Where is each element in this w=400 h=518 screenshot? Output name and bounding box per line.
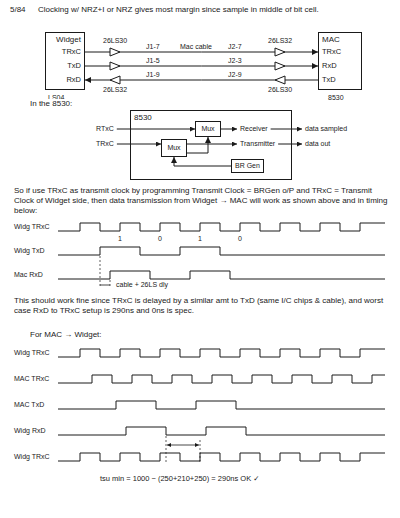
bit-value: 1 xyxy=(118,235,122,243)
pin-name: TxD xyxy=(49,59,81,73)
body-note: So if use TRxC as transmit clock by prog… xyxy=(14,186,390,216)
buffer-symbol xyxy=(275,76,285,84)
heading-note: Clocking w/ NRZ+I or NRZ gives most marg… xyxy=(38,5,388,15)
waveform xyxy=(58,453,385,461)
dimension-line xyxy=(167,445,199,446)
waveform xyxy=(58,401,385,409)
bit-value: 1 xyxy=(198,235,202,243)
device-box: MACTRxCRxDTxD xyxy=(318,32,362,90)
signal-name: Widg TRxC xyxy=(14,348,50,357)
mux-box: Mux xyxy=(195,121,221,137)
signal-name: Widg TxD xyxy=(14,246,45,255)
pin-name: RxD xyxy=(49,73,81,87)
signal-note: data sampled xyxy=(305,125,347,133)
dimension-line xyxy=(100,285,110,286)
box-heading: MAC xyxy=(322,35,358,45)
signal-name: RTxC xyxy=(96,125,114,133)
signal-name: Widg RxD xyxy=(14,426,46,435)
signal-arrow xyxy=(221,129,237,130)
connector-pin: J1-7 xyxy=(146,43,160,51)
signal-arrow xyxy=(271,129,302,130)
waveform xyxy=(58,247,385,255)
generator-box: BR Gen xyxy=(231,159,264,173)
block-name: Receiver xyxy=(240,125,268,133)
body-note: This should work fine since TRxC is dela… xyxy=(14,296,390,316)
section-note: In the 8530: xyxy=(30,99,72,109)
waveform xyxy=(58,349,385,357)
waveform xyxy=(58,271,385,279)
buffer-symbol xyxy=(275,48,285,56)
waveform xyxy=(58,375,385,383)
signal-name: Widg TRxC xyxy=(14,222,50,231)
connector-pin: J1-5 xyxy=(146,57,160,65)
pin-name: RxD xyxy=(322,59,358,73)
buffer-symbol xyxy=(110,62,120,70)
signal-arrow xyxy=(278,144,302,145)
chip-label: 26LS30 xyxy=(103,37,127,45)
buffer-symbol xyxy=(110,76,120,84)
bit-value: 0 xyxy=(238,235,242,243)
pin-name: TRxC xyxy=(322,45,358,59)
clock-line xyxy=(187,137,208,153)
chip-label: 26LS32 xyxy=(268,37,292,45)
waveform xyxy=(58,223,385,231)
cable-label: Mac cable xyxy=(180,43,212,51)
signal-name: MAC TRxC xyxy=(14,374,49,383)
section-note: For MAC → Widget: xyxy=(30,330,102,340)
box-label: BR Gen xyxy=(235,162,260,170)
signal-arrow xyxy=(117,129,195,130)
guide-line xyxy=(166,436,167,462)
connector-pin: J1-9 xyxy=(146,71,160,79)
clock-line xyxy=(174,157,231,166)
signal-note: data out xyxy=(305,140,330,148)
pin-name: TRxC xyxy=(49,45,81,59)
timing-note: tsu min = 1000 − (250+210+250) = 290ns O… xyxy=(100,474,260,484)
guide-line xyxy=(100,256,101,287)
date-note: 5/84 xyxy=(10,5,26,15)
signal-name: Mac RxD xyxy=(14,270,43,279)
box-heading: Widget xyxy=(49,35,81,45)
chip-label: 26LS30 xyxy=(268,86,292,94)
signal-arrow xyxy=(187,144,237,145)
bit-value: 0 xyxy=(158,235,162,243)
guide-line xyxy=(110,280,111,287)
block-name: Transmitter xyxy=(240,140,275,148)
box-label: Mux xyxy=(201,125,214,133)
signal-name: TRxC xyxy=(96,140,114,148)
buffer-symbol xyxy=(275,62,285,70)
connector-pin: J2-9 xyxy=(228,71,242,79)
signal-name: MAC TxD xyxy=(14,400,44,409)
signal-name: Widg TRxC xyxy=(14,452,50,461)
waveform xyxy=(58,427,385,435)
buffer-symbol xyxy=(110,48,120,56)
guide-line xyxy=(200,440,201,462)
signal-arrow xyxy=(117,144,161,145)
connector-pin: J2-7 xyxy=(228,43,242,51)
connector-pin: J2-3 xyxy=(228,57,242,65)
chip-label: 8530 xyxy=(328,94,344,102)
chip-label: 26LS32 xyxy=(103,86,127,94)
delay-note: cable + 26LS dly xyxy=(116,281,168,289)
pin-name: TxD xyxy=(322,73,358,87)
device-box: WidgetTRxCTxDRxD xyxy=(45,32,85,90)
box-label: Mux xyxy=(167,144,180,152)
mux-box: Mux xyxy=(161,139,187,157)
